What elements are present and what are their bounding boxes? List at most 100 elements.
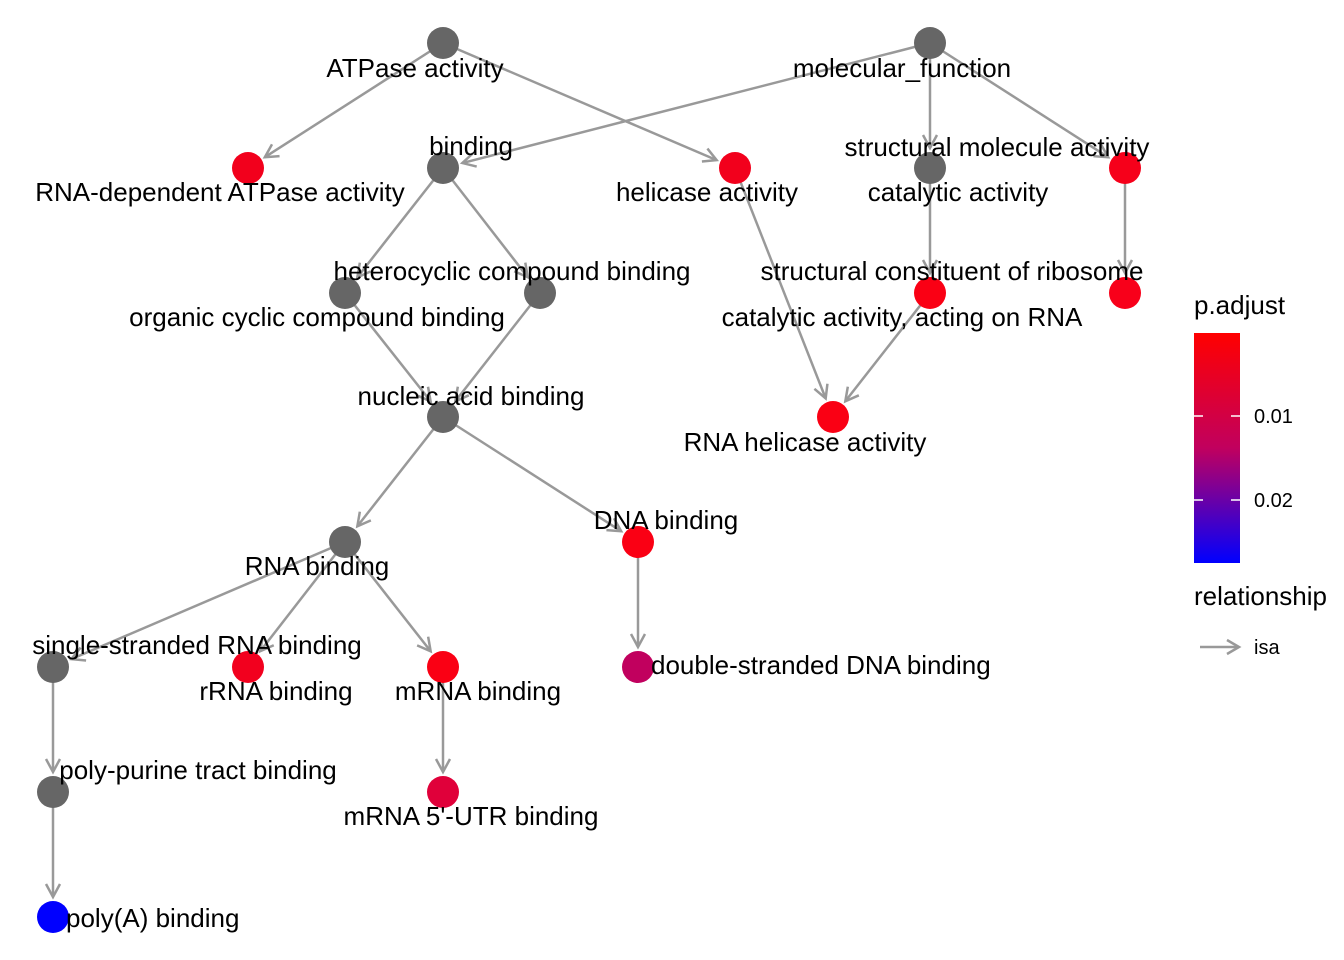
arrow-head-icon xyxy=(1116,259,1134,276)
legend-colorbar xyxy=(1194,333,1240,563)
arrow-head-icon xyxy=(701,147,720,163)
arrow-head-icon xyxy=(1093,143,1111,159)
edge-structmol-structrib xyxy=(1116,168,1134,276)
node-label-rnahel: RNA helicase activity xyxy=(684,427,927,457)
legend-arrow-icon xyxy=(1200,638,1242,656)
arrow-head-icon xyxy=(921,134,939,151)
edge-nucleic-dnabind xyxy=(442,415,624,533)
node-nucleic xyxy=(427,401,459,433)
node-label-hetero: heterocyclic compound binding xyxy=(334,256,691,286)
node-structmol xyxy=(1109,152,1141,184)
node-label-polypur: poly-purine tract binding xyxy=(59,755,337,785)
edge-rnabind-mrna xyxy=(344,541,433,654)
node-label-atpase: ATPase activity xyxy=(326,53,503,83)
edge-catalytic-catrna xyxy=(921,168,939,276)
arrow-head-icon xyxy=(416,386,433,404)
edge-nucleic-rnabind xyxy=(355,416,444,529)
arrow-head-icon xyxy=(434,758,452,775)
node-molfunc xyxy=(914,27,946,59)
arrow-head-icon xyxy=(843,386,860,404)
edge-organic-nucleic xyxy=(344,292,433,404)
node-rnadep xyxy=(232,152,264,184)
node-label-catrna: catalytic activity, acting on RNA xyxy=(722,302,1083,332)
arrow-head-icon xyxy=(606,517,624,533)
node-label-rrna: rRNA binding xyxy=(199,676,352,706)
node-label-structmol: structural molecule activity xyxy=(845,132,1150,162)
arrow-head-icon xyxy=(44,758,62,775)
node-binding xyxy=(427,152,459,184)
node-hetero xyxy=(524,277,556,309)
node-label-molfunc: molecular_function xyxy=(793,53,1011,83)
node-label-mrna5: mRNA 5'-UTR binding xyxy=(344,801,599,831)
node-dnabind xyxy=(622,526,654,558)
arrow-head-icon xyxy=(813,383,829,401)
node-layer xyxy=(37,27,1141,933)
arrow-head-icon xyxy=(44,883,62,900)
arrow-head-icon xyxy=(629,633,647,650)
legend-tick-label: 0.01 xyxy=(1254,406,1293,428)
legend-tick-label: 0.02 xyxy=(1254,490,1293,512)
node-atpase xyxy=(427,27,459,59)
edge-molfunc-binding xyxy=(459,41,931,168)
edge-atpase-rnadep xyxy=(262,41,444,159)
arrow-head-icon xyxy=(921,259,939,276)
node-mrna5 xyxy=(427,776,459,808)
edge-polypur-polya xyxy=(44,792,62,900)
node-rnahel xyxy=(817,401,849,433)
edge-hetero-nucleic xyxy=(453,292,541,404)
node-mrna xyxy=(427,651,459,683)
arrow-head-icon xyxy=(513,262,530,280)
node-label-structrib: structural constituent of ribosome xyxy=(761,256,1144,286)
edge-helicase-rnahel xyxy=(733,167,829,401)
node-rnabind xyxy=(329,526,361,558)
edge-mrna-mrna5 xyxy=(434,667,452,775)
arrow-head-icon xyxy=(459,152,478,168)
node-label-ssrna: single-stranded RNA binding xyxy=(32,630,362,660)
legend-color-title: p.adjust xyxy=(1194,290,1286,320)
node-label-helicase: helicase activity xyxy=(616,177,798,207)
legend-relationship-title: relationship xyxy=(1194,581,1327,611)
node-rrna xyxy=(232,651,264,683)
edge-ssrna-polypur xyxy=(44,667,62,775)
arrow-head-icon xyxy=(355,511,372,529)
legend-relationship-item: isa xyxy=(1254,637,1280,659)
arrow-head-icon xyxy=(355,262,372,280)
node-catrna xyxy=(914,277,946,309)
edge-binding-hetero xyxy=(442,167,530,280)
edge-rnabind-ssrna xyxy=(68,540,346,662)
node-label-dnabind: DNA binding xyxy=(594,505,739,535)
node-polya xyxy=(37,901,69,933)
edge-atpase-helicase xyxy=(442,41,720,163)
arrow-head-icon xyxy=(68,646,87,662)
node-organic xyxy=(329,277,361,309)
arrow-head-icon xyxy=(453,386,470,404)
legend: p.adjust 0.01 0.02 relationship isa xyxy=(1194,290,1327,659)
node-label-binding: binding xyxy=(429,131,513,161)
node-helicase xyxy=(719,152,751,184)
node-label-dsdna: double-stranded DNA binding xyxy=(651,650,991,680)
arrow-head-icon xyxy=(416,636,433,654)
node-polypur xyxy=(37,776,69,808)
edge-molfunc-structmol xyxy=(929,41,1111,159)
edge-rnabind-rrna xyxy=(258,541,346,654)
node-structrib xyxy=(1109,277,1141,309)
node-label-nucleic: nucleic acid binding xyxy=(358,381,585,411)
node-label-organic: organic cyclic compound binding xyxy=(129,302,505,332)
edge-dnabind-dsdna xyxy=(629,542,647,650)
arrow-head-icon xyxy=(258,636,275,654)
label-layer: ATPase activity molecular_functionRNA-dep… xyxy=(32,53,1149,933)
node-ssrna xyxy=(37,651,69,683)
node-label-mrna: mRNA binding xyxy=(395,676,561,706)
arrow-head-icon xyxy=(262,143,280,159)
node-dsdna xyxy=(622,651,654,683)
edge-binding-organic xyxy=(355,167,444,280)
edge-catrna-rnahel xyxy=(843,292,931,404)
edge-layer xyxy=(44,41,1134,900)
node-label-rnabind: RNA binding xyxy=(245,551,390,581)
node-label-rnadep: RNA-dependent ATPase activity xyxy=(35,177,404,207)
node-label-catalytic: catalytic activity xyxy=(868,177,1049,207)
node-label-polya: poly(A) binding xyxy=(66,903,239,933)
edge-molfunc-catalytic xyxy=(921,43,939,151)
node-catalytic xyxy=(914,152,946,184)
